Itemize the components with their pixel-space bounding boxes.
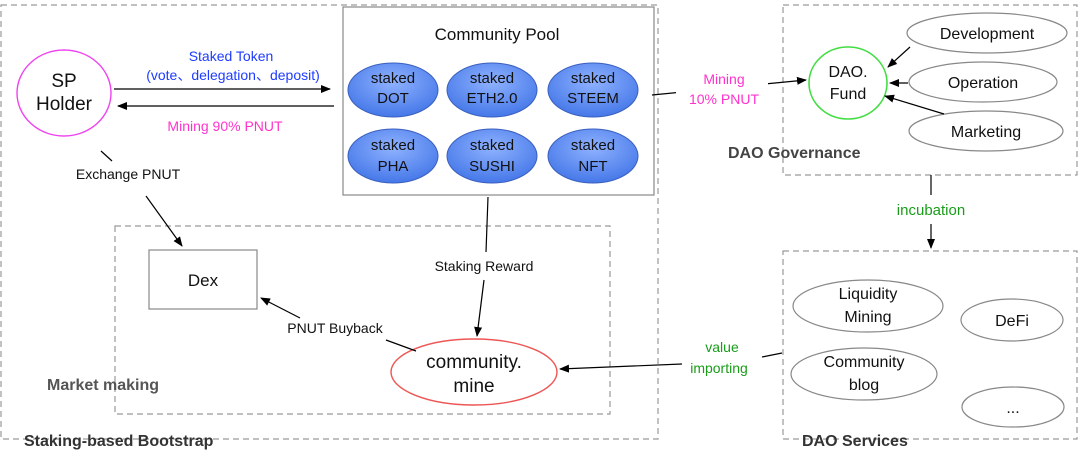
edge-holder-to-dex — [100, 150, 113, 162]
svg-text:DAO.: DAO. — [828, 64, 867, 81]
svg-text:NFT: NFT — [578, 158, 607, 175]
pool-item-sushi: staked SUSHI — [446, 128, 538, 184]
gov-item-marketing: Marketing — [908, 110, 1064, 152]
edge-label-staked-token-detail: (vote、delegation、deposit) — [146, 67, 320, 83]
edge-staking-reward — [485, 196, 489, 253]
svg-text:Fund: Fund — [830, 86, 866, 103]
gov-item-operation: Operation — [908, 61, 1058, 103]
svg-text:Dex: Dex — [188, 271, 219, 290]
community-mine-node: community. mine — [390, 338, 558, 406]
service-more: ... — [961, 386, 1065, 428]
service-community-blog: Community blog — [790, 347, 938, 401]
service-defi: DeFi — [960, 298, 1064, 342]
svg-text:staked: staked — [371, 70, 415, 87]
edge-label-mining-10-pnut: 10% PNUT — [689, 91, 759, 107]
svg-text:SUSHI: SUSHI — [469, 158, 515, 175]
svg-text:blog: blog — [849, 377, 879, 394]
edge-label-value: value — [705, 339, 739, 355]
svg-text:Operation: Operation — [948, 75, 1018, 92]
edge-label-importing: importing — [690, 360, 748, 376]
edge-label-incubation: incubation — [897, 202, 965, 219]
region-dao-governance: DAO Governance — [728, 4, 1078, 176]
svg-text:ETH2.0: ETH2.0 — [467, 90, 518, 107]
edge-label-buyback: PNUT Buyback — [287, 320, 383, 336]
svg-text:Marketing: Marketing — [951, 124, 1021, 141]
svg-text:Holder: Holder — [36, 94, 93, 115]
edge-label-mining-90: Mining 90% PNUT — [167, 118, 283, 134]
region-label-bootstrap: Staking-based Bootstrap — [24, 433, 214, 450]
svg-text:Development: Development — [940, 26, 1035, 43]
svg-text:DeFi: DeFi — [995, 313, 1029, 330]
edge-buyback — [385, 339, 417, 352]
sp-holder-node: SP Holder — [16, 49, 112, 137]
gov-item-development: Development — [906, 12, 1068, 54]
pool-item-steem: staked STEEM — [547, 62, 639, 118]
edge-value-importing — [761, 352, 783, 358]
edge-label-mining-10: Mining — [703, 71, 744, 87]
dao-fund-node: DAO. Fund — [808, 46, 888, 120]
svg-text:staked: staked — [371, 137, 415, 154]
region-market-making: Market making — [47, 225, 611, 415]
pool-item-nft: staked NFT — [547, 128, 639, 184]
pool-title: Community Pool — [435, 25, 560, 44]
community-pool: Community Pool staked DOT staked ETH2.0 … — [342, 6, 655, 196]
region-label-services: DAO Services — [802, 433, 908, 450]
region-label-market: Market making — [47, 377, 159, 394]
region-staking-bootstrap: Staking-based Bootstrap — [0, 4, 659, 450]
svg-text:...: ... — [1006, 400, 1019, 417]
svg-text:staked: staked — [571, 137, 615, 154]
edge-label-exchange: Exchange PNUT — [76, 166, 181, 182]
edge-label-staking-reward: Staking Reward — [435, 258, 534, 274]
edge-development-to-fund — [887, 46, 911, 68]
pool-item-pha: staked PHA — [347, 128, 439, 184]
svg-text:staked: staked — [470, 70, 514, 87]
svg-text:Liquidity: Liquidity — [839, 286, 898, 303]
svg-text:SP: SP — [51, 71, 76, 92]
svg-text:PHA: PHA — [378, 158, 409, 175]
svg-text:mine: mine — [453, 376, 494, 397]
svg-text:STEEM: STEEM — [567, 90, 619, 107]
svg-text:Community: Community — [824, 354, 905, 371]
dex-node: Dex — [148, 249, 258, 310]
pool-item-eth: staked ETH2.0 — [446, 62, 538, 118]
svg-text:community.: community. — [426, 352, 522, 373]
edge-label-staked-token: Staked Token — [189, 48, 274, 64]
svg-text:Mining: Mining — [844, 309, 891, 326]
region-label-governance: DAO Governance — [728, 145, 861, 162]
svg-text:staked: staked — [571, 70, 615, 87]
pool-item-dot: staked DOT — [347, 62, 439, 118]
edge-marketing-to-fund — [884, 94, 945, 115]
service-liquidity-mining: Liquidity Mining — [792, 279, 944, 333]
svg-text:staked: staked — [470, 137, 514, 154]
svg-text:DOT: DOT — [377, 90, 409, 107]
region-dao-services: DAO Services — [782, 250, 1078, 450]
